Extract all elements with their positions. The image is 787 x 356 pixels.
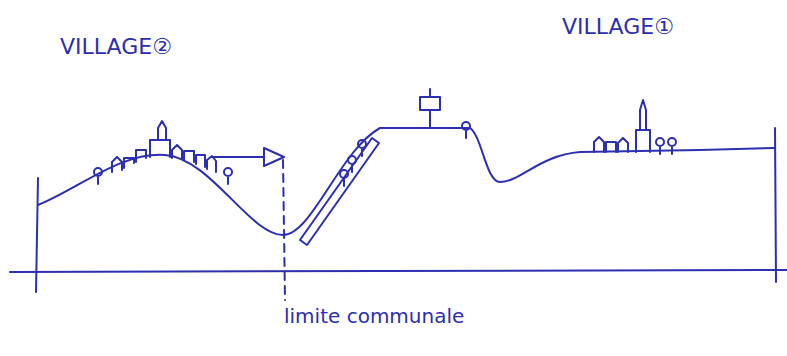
embankment-slope [300, 138, 379, 245]
commune-boundary [283, 160, 285, 300]
village-label: VILLAGE② [60, 36, 172, 58]
ground-baseline [10, 270, 787, 272]
frame-left [36, 178, 38, 292]
village-houses [112, 121, 216, 172]
direction-arrow [212, 148, 284, 166]
village-houses [594, 100, 650, 152]
village-label: VILLAGE① [562, 16, 674, 38]
frame-right [775, 128, 776, 282]
hilltop-tower [420, 89, 440, 128]
trees [94, 122, 676, 186]
boundary-label: limite communale [284, 306, 464, 326]
